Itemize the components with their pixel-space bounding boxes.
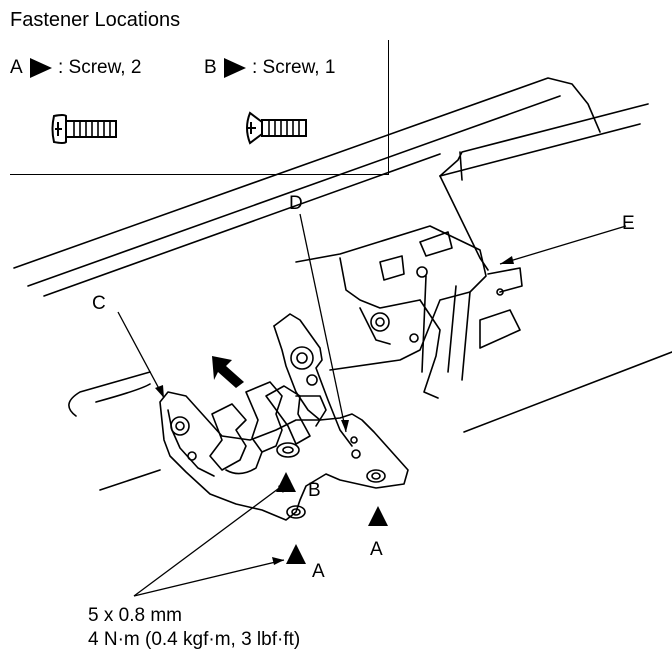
legend-frame [10, 40, 389, 175]
legend-b-letter: B [204, 57, 217, 78]
pan-head-screw-icon [51, 114, 117, 144]
direction-arrow-icon [212, 356, 244, 388]
flat-head-screw-icon [246, 111, 307, 145]
fastener-marker-a-icon [286, 544, 306, 564]
arrow-marker-icon [30, 58, 52, 78]
legend-a-label: : Screw, 2 [58, 57, 142, 78]
leader-spec-2 [133, 559, 285, 597]
callout-e: E [622, 213, 635, 234]
legend-b-label: : Screw, 1 [252, 57, 336, 78]
leader-c [117, 311, 165, 399]
page-title: Fastener Locations [10, 9, 181, 31]
callout-d: D [289, 193, 303, 214]
fastener-marker-a-icon [368, 506, 388, 526]
callout-c: C [92, 293, 106, 314]
callout-b: B [308, 480, 321, 501]
callout-a-right: A [370, 539, 383, 560]
fastener-marker-b-icon [276, 472, 296, 492]
torque-spec: 4 N·m (0.4 kgf·m, 3 lbf·ft) [88, 629, 301, 650]
arrow-marker-icon [224, 58, 246, 78]
leader-e [499, 225, 627, 265]
legend-a-letter: A [10, 57, 23, 78]
leader-spec-1 [133, 479, 291, 597]
leader-d [299, 213, 347, 433]
screw-size-spec: 5 x 0.8 mm [88, 605, 182, 626]
callout-a-bottom: A [312, 561, 325, 582]
